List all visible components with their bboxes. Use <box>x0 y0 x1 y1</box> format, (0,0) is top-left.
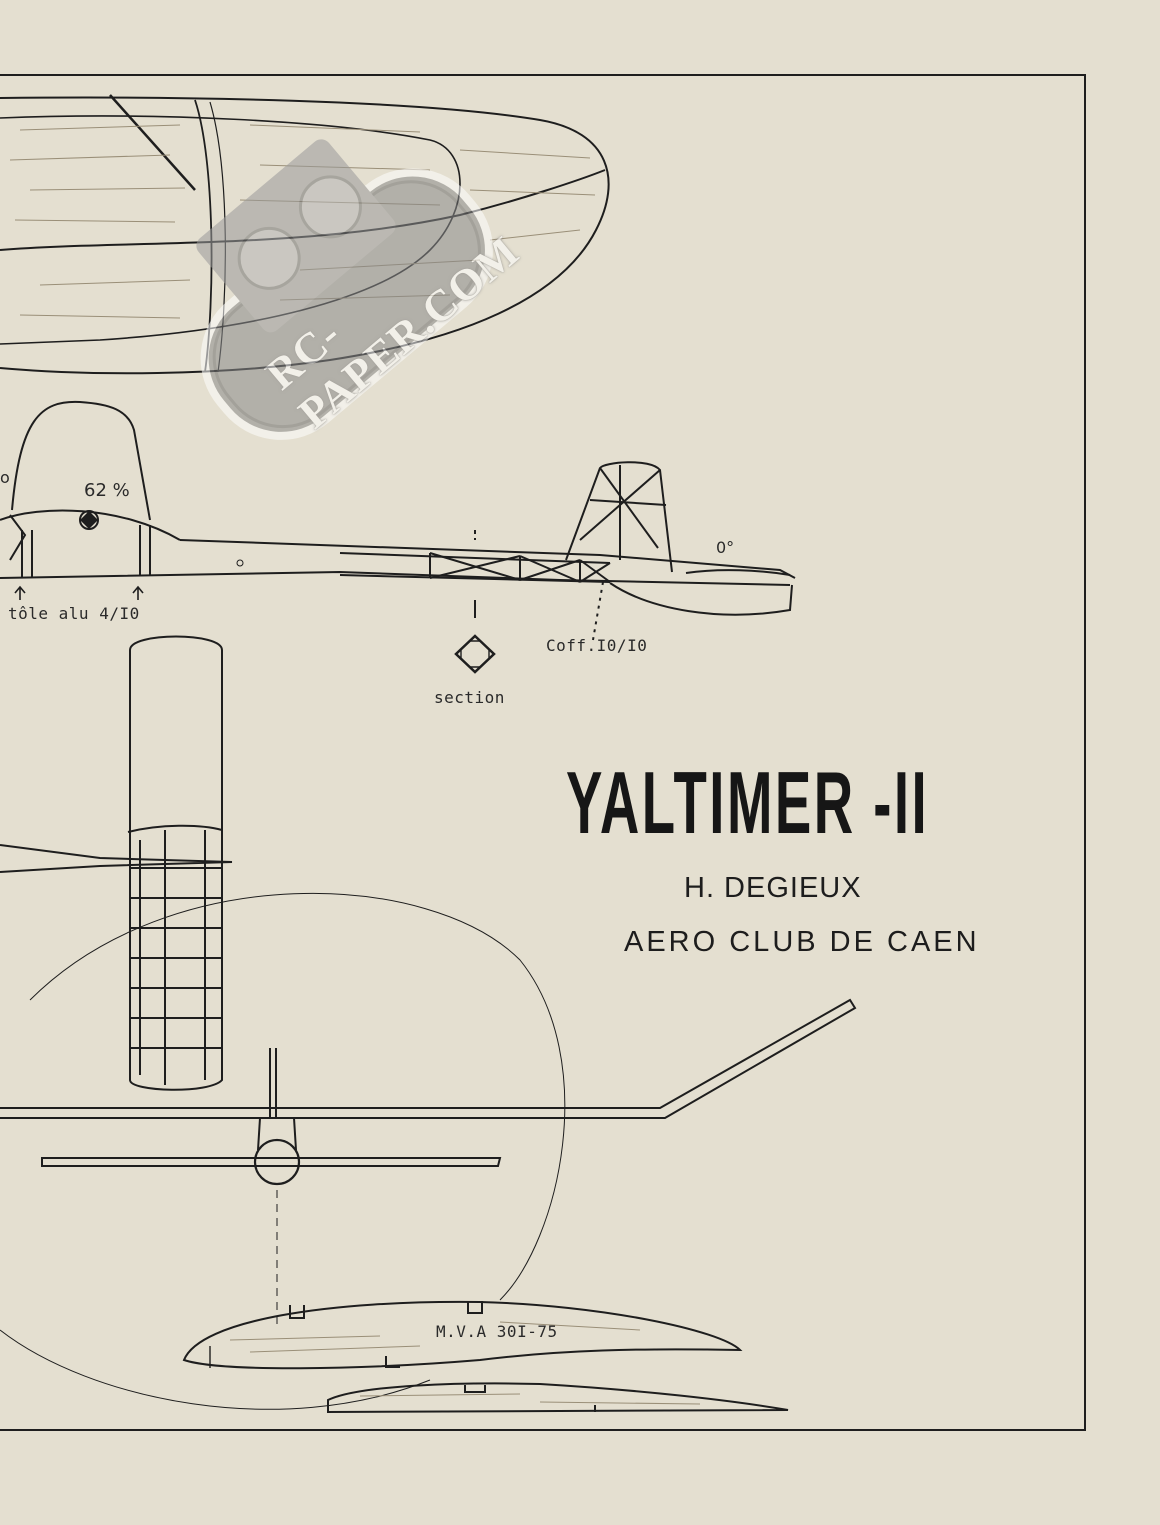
aluminium-sheet-label: tôle alu 4/I0 <box>8 604 140 623</box>
boom-spar-label: Coff.I0/I0 <box>546 636 648 655</box>
wing-planform <box>0 635 233 1091</box>
tail-incidence-label: 0° <box>716 538 735 557</box>
boom-section-icon <box>454 634 496 674</box>
airfoil-sections <box>182 1300 789 1414</box>
section-label: section <box>434 688 505 707</box>
watermark: RC-PAPER.COM <box>82 40 617 575</box>
airfoil-label: M.V.A 30I-75 <box>436 1322 558 1341</box>
front-view <box>0 998 857 1330</box>
dihedral-arc <box>0 892 566 1410</box>
designer-name: H. DEGIEUX <box>684 872 862 904</box>
plan-title: YALTIMER -II <box>566 753 930 852</box>
club-name: AERO CLUB DE CAEN <box>624 926 980 958</box>
cg-percent-label: 62 % <box>84 480 130 501</box>
airfoil-wood-grain <box>229 1321 701 1405</box>
frame-border <box>0 74 1086 1431</box>
side-view <box>0 400 796 641</box>
wing-incidence-label: o <box>0 468 10 487</box>
arrow-markers <box>14 585 144 600</box>
watermark-badge-icon <box>196 139 493 440</box>
